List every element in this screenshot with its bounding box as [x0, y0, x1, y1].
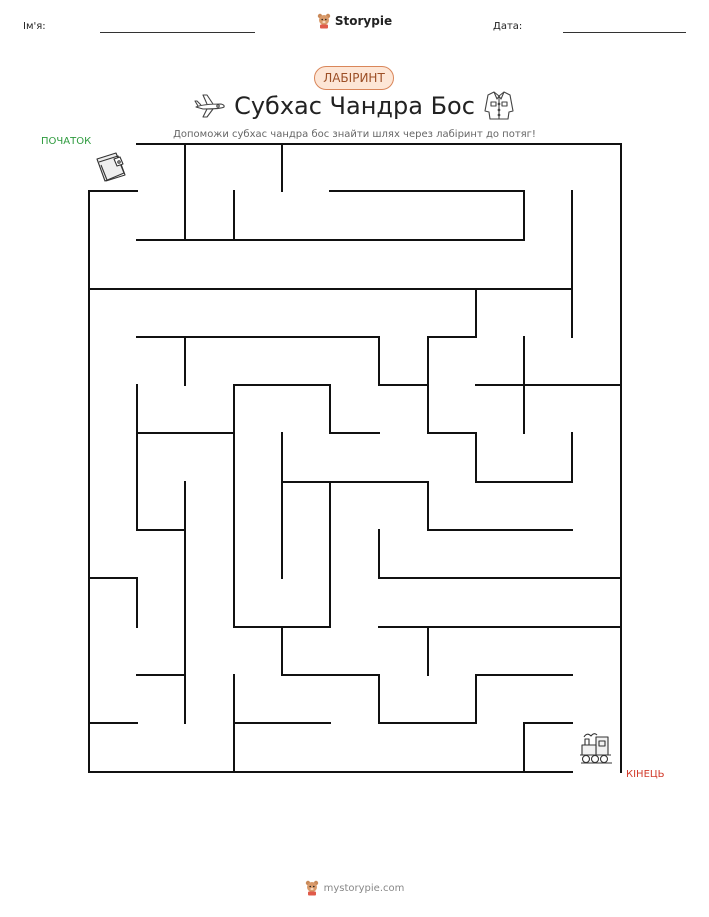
storypie-bear-icon [317, 13, 331, 29]
maze-badge: ЛАБІРИНТ [314, 66, 394, 90]
page-title: Субхас Чандра Бос [234, 92, 475, 120]
brand-name: Storypie [334, 14, 393, 28]
date-line[interactable] [563, 32, 686, 33]
train-icon [580, 733, 612, 764]
name-line[interactable] [100, 32, 255, 33]
date-label: Дата: [493, 21, 523, 32]
start-label: ПОЧАТОК [41, 136, 92, 147]
jacket-icon [484, 91, 514, 120]
brand: Storypie [0, 13, 709, 29]
footer-site-link[interactable]: mystorypie.com [323, 882, 405, 894]
end-label: КІНЕЦЬ [626, 769, 665, 780]
instructions: Допоможи субхас чандра бос знайти шлях ч… [173, 129, 536, 140]
footer: mystorypie.com [0, 880, 709, 896]
airplane-icon [194, 94, 225, 118]
name-label: Ім'я: [23, 21, 46, 32]
storypie-bear-icon [305, 880, 318, 896]
wallet-icon [96, 152, 126, 182]
